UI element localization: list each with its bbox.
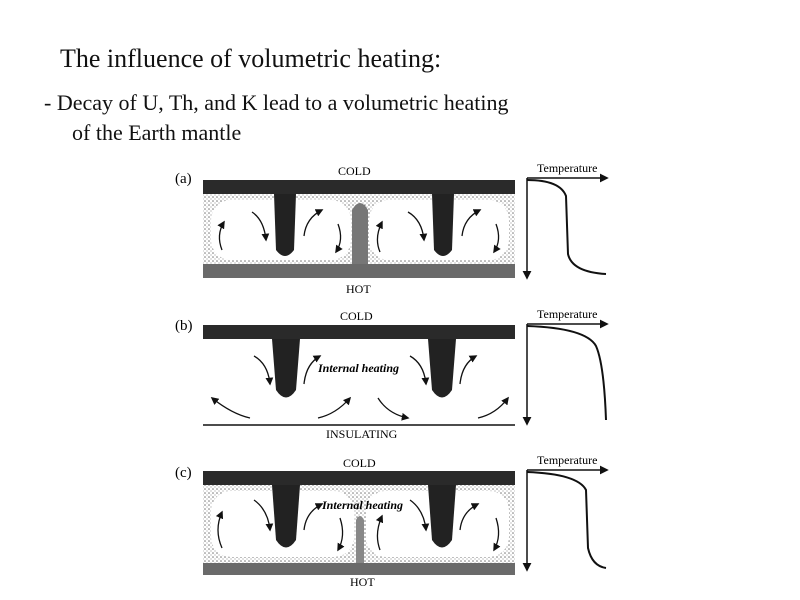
panel-b: (b) COLD Internal heating INSULATING Tem… <box>175 307 609 441</box>
slide-title: The influence of volumetric heating: <box>60 44 442 73</box>
panel-a-upwelling <box>352 203 368 264</box>
panel-b-top-label: COLD <box>340 309 373 323</box>
panel-c-geotherm <box>526 471 607 569</box>
panel-a: (a) COLD HOT Temperature <box>175 161 609 296</box>
panel-a-geotherm <box>526 179 607 275</box>
panel-c-hot-boundary <box>203 563 515 575</box>
panel-a-label: (a) <box>175 171 192 187</box>
panel-b-downwelling-1 <box>272 339 300 398</box>
panel-b-geotherm <box>526 325 607 421</box>
panel-b-temperature-label: Temperature <box>537 307 597 321</box>
panel-b-label: (b) <box>175 318 193 334</box>
panel-c-label: (c) <box>175 465 192 481</box>
panel-a-downwelling-1 <box>274 194 296 256</box>
panel-a-bottom-label: HOT <box>346 282 371 296</box>
panel-a-downwelling-2 <box>432 194 454 256</box>
bullet-text: - Decay of U, Th, and K lead to a volume… <box>44 88 509 148</box>
panel-c-bottom-label: HOT <box>350 575 375 589</box>
panel-c-interior-label: Internal heating <box>321 498 403 512</box>
panel-c-cold-boundary <box>203 471 515 485</box>
panel-c-top-label: COLD <box>343 456 376 470</box>
panel-b-bottom-label: INSULATING <box>326 427 398 441</box>
panel-a-hot-boundary <box>203 264 515 278</box>
panel-a-temperature-label: Temperature <box>537 161 597 175</box>
panel-b-cold-boundary <box>203 325 515 339</box>
panel-c-downwelling-2 <box>428 485 456 548</box>
panel-b-interior-label: Internal heating <box>317 361 399 375</box>
bullet-marker: - <box>44 90 52 115</box>
panel-a-top-label: COLD <box>338 164 371 178</box>
bullet-line-1: Decay of U, Th, and K lead to a volumetr… <box>56 90 509 115</box>
bullet-line-2: of the Earth mantle <box>72 120 242 145</box>
panel-a-cold-boundary <box>203 180 515 194</box>
panel-c-upwelling <box>356 516 364 563</box>
panel-b-downwelling-2 <box>428 339 456 398</box>
panel-c-downwelling-1 <box>272 485 300 548</box>
panel-c: (c) COLD Internal heating HOT Temperatur… <box>175 453 609 589</box>
panel-c-temperature-label: Temperature <box>537 453 597 467</box>
